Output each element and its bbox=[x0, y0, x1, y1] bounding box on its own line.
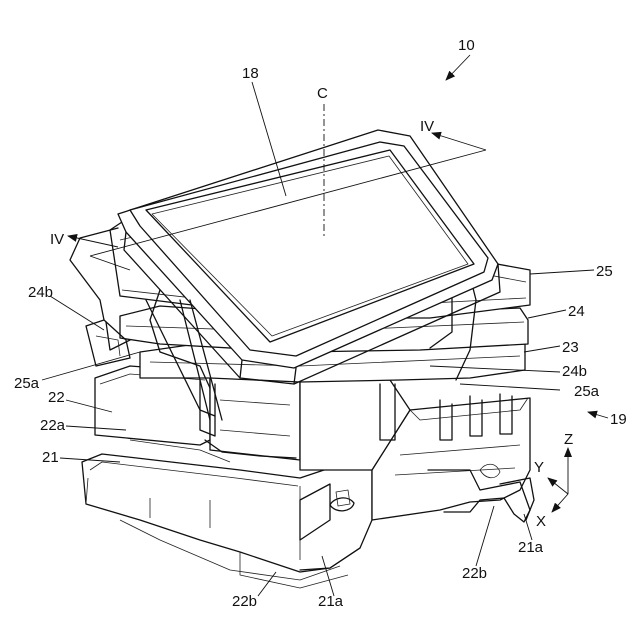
label-18: 18 bbox=[242, 65, 259, 82]
label-24b-left: 24b bbox=[28, 284, 53, 301]
label-axis-y: Y bbox=[534, 459, 544, 476]
label-21a-bottom: 21a bbox=[318, 593, 344, 610]
label-25a-left: 25a bbox=[14, 375, 40, 392]
label-22b-right: 22b bbox=[462, 565, 487, 582]
label-21: 21 bbox=[42, 449, 59, 466]
y-axis-arrow bbox=[548, 478, 568, 494]
x-axis-arrow bbox=[552, 494, 568, 512]
label-22b-bottom: 22b bbox=[232, 593, 257, 610]
housing-22 bbox=[95, 366, 410, 470]
label-24: 24 bbox=[568, 303, 585, 320]
label-19: 19 bbox=[610, 411, 627, 428]
label-25: 25 bbox=[596, 263, 613, 280]
label-iv-top: IV bbox=[420, 118, 434, 135]
label-21a-right: 21a bbox=[518, 539, 544, 556]
label-25a-right: 25a bbox=[574, 383, 600, 400]
coordinate-axes bbox=[548, 448, 568, 512]
label-iv-left: IV bbox=[50, 231, 64, 248]
label-axis-x: X bbox=[536, 513, 546, 530]
label-10: 10 bbox=[458, 37, 475, 54]
label-22: 22 bbox=[48, 389, 65, 406]
label-axis-z: Z bbox=[564, 431, 573, 448]
label-23: 23 bbox=[562, 339, 579, 356]
label-24b-right: 24b bbox=[562, 363, 587, 380]
label-c: C bbox=[317, 85, 328, 102]
label-22a: 22a bbox=[40, 417, 66, 434]
